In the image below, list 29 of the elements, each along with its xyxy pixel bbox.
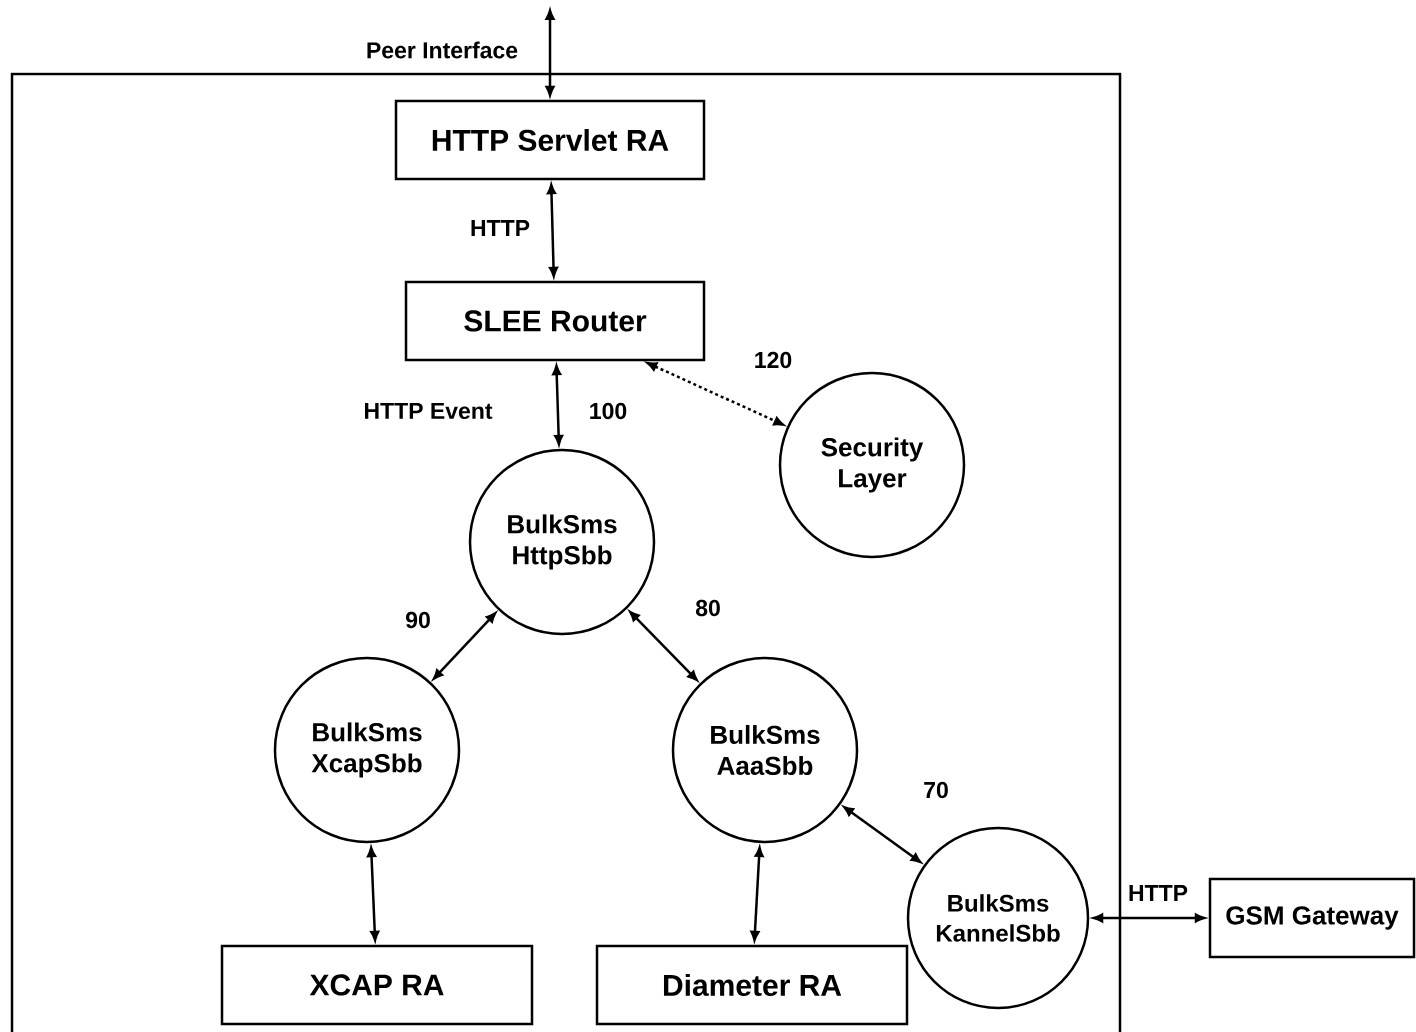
edge-label: Peer Interface [364, 40, 520, 60]
arrow [545, 9, 555, 97]
process-box: HTTP Servlet RA [394, 99, 706, 181]
arrow [843, 806, 922, 863]
circle-node: BulkSms AaaSbb [671, 656, 859, 844]
edge-label: 70 [922, 780, 950, 800]
arrow [646, 362, 784, 426]
process-box: GSM Gateway [1208, 877, 1416, 959]
arrow [552, 364, 564, 446]
edge-label: HTTP [1127, 884, 1190, 902]
process-box: SLEE Router [404, 280, 706, 362]
circle-node: BulkSms KannelSbb [906, 826, 1090, 1010]
edge-label: 120 [752, 350, 794, 370]
arrow [546, 183, 559, 278]
edge-label: 90 [404, 610, 432, 630]
edge-label: 80 [694, 598, 722, 618]
arrow [1092, 913, 1206, 923]
circle-node: Security Layer [778, 371, 966, 559]
edge-label: HTTP [469, 219, 532, 237]
circle-node: BulkSms HttpSbb [468, 448, 656, 636]
text-label: HTTP Event [365, 402, 493, 419]
arrow [367, 846, 380, 942]
process-box: Diameter RA [595, 944, 909, 1026]
process-box: XCAP RA [220, 944, 534, 1026]
circle-node: BulkSms XcapSbb [273, 656, 461, 844]
arrow [432, 612, 497, 680]
edge-label: 100 [587, 401, 629, 421]
arrow [629, 611, 698, 681]
arrow [750, 846, 764, 942]
